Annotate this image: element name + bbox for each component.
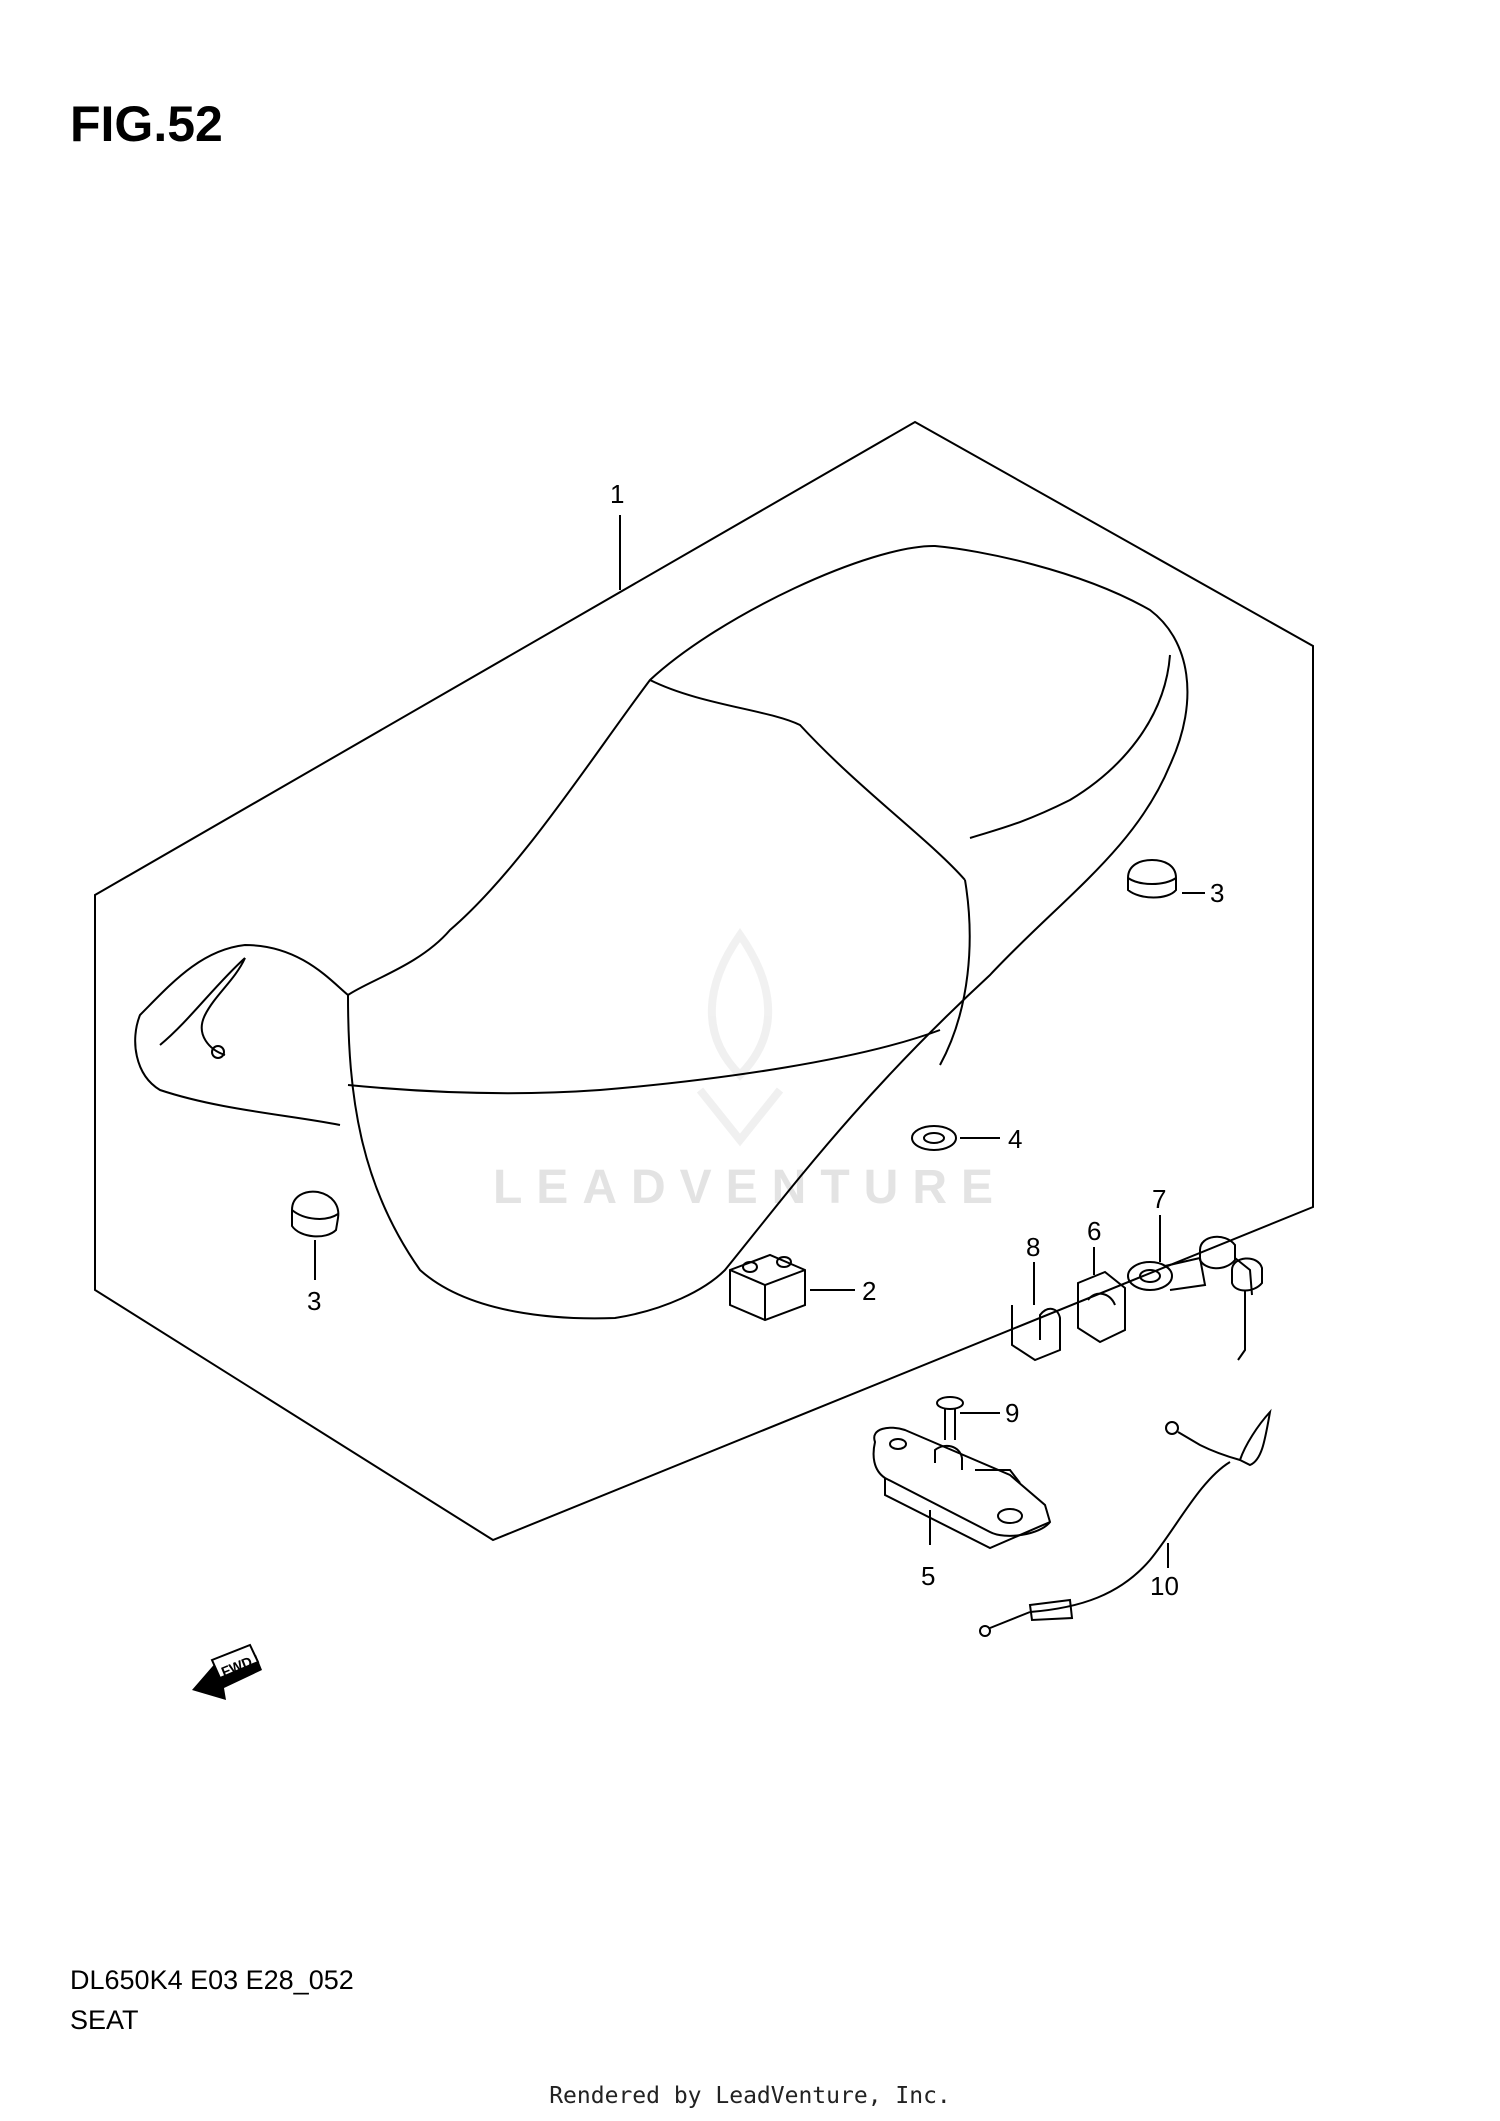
- callout-1: 1: [610, 479, 624, 509]
- callout-3-left: 3: [307, 1286, 321, 1316]
- callout-10: 10: [1150, 1571, 1179, 1601]
- callout-5: 5: [921, 1561, 935, 1591]
- callout-9: 9: [1005, 1398, 1019, 1428]
- cushion-part-3b[interactable]: [291, 1190, 340, 1280]
- callout-6: 6: [1087, 1216, 1101, 1246]
- assembly-outline: [94, 420, 1314, 1542]
- screw-part-9[interactable]: [936, 1396, 1000, 1440]
- fwd-arrow-icon: [192, 1643, 262, 1700]
- latch-part-5[interactable]: [872, 1426, 1052, 1550]
- callout-2: 2: [862, 1276, 876, 1306]
- callout-8: 8: [1026, 1232, 1040, 1262]
- clip-part-6[interactable]: [1077, 1247, 1126, 1344]
- callout-4: 4: [1008, 1124, 1022, 1154]
- seat-part-1[interactable]: [134, 515, 1189, 1320]
- callout-7: 7: [1152, 1184, 1166, 1214]
- callout-3-right: 3: [1210, 878, 1224, 908]
- diagram-code: DL650K4 E03 E28_052: [70, 1965, 354, 1995]
- lock-part-7[interactable]: [1127, 1215, 1263, 1361]
- cable-part-10[interactable]: [979, 1408, 1272, 1637]
- bumper-part-2[interactable]: [729, 1253, 855, 1322]
- render-credit: Rendered by LeadVenture, Inc.: [549, 2083, 951, 2109]
- watermark-logo: [696, 928, 784, 1147]
- grommet-part-4[interactable]: [911, 1125, 1000, 1151]
- diagram-name: SEAT: [70, 2005, 139, 2035]
- cushion-part-3a[interactable]: [1127, 858, 1205, 899]
- clip-part-8[interactable]: [1011, 1262, 1061, 1362]
- watermark-text: LEADVENTURE: [492, 1161, 1008, 1214]
- figure-title: FIG.52: [70, 96, 223, 152]
